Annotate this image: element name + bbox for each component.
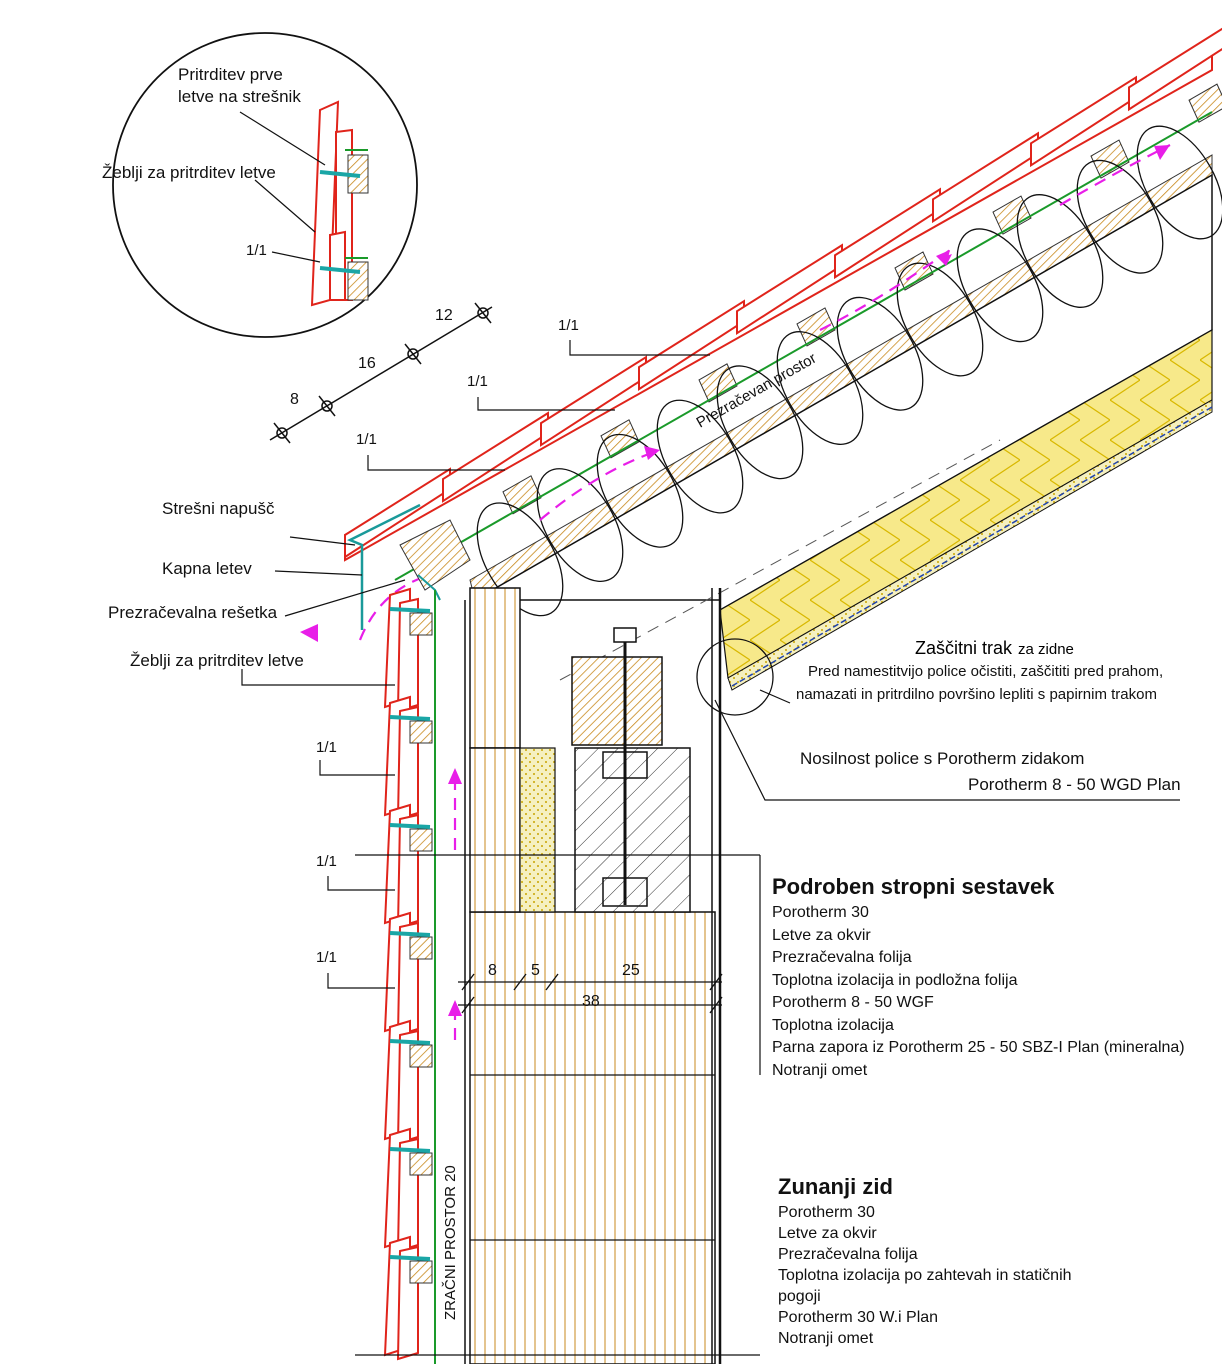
- dimension-lines: [458, 973, 723, 1014]
- scale-roof-3: 1/1: [356, 431, 377, 448]
- roof-assembly: [344, 27, 1222, 691]
- insulation-loop: [956, 228, 1044, 343]
- wall-core: [355, 587, 774, 1364]
- insulation-loop: [896, 262, 984, 377]
- callout-label-1: Pritrditev prve: [178, 65, 283, 84]
- ceiling-title: Podroben stropni sestavek: [772, 874, 1055, 899]
- ceiling-item: Notranji omet: [772, 1061, 868, 1079]
- nail: [389, 823, 431, 829]
- scale-wall-2: 1/1: [316, 853, 337, 870]
- nail: [389, 607, 431, 613]
- nail: [389, 1039, 431, 1045]
- roof-batten: [796, 307, 836, 347]
- protective-tape-line1: Pred namestitvijo police očistiti, zašči…: [808, 663, 1163, 680]
- insulation-loop: [776, 331, 864, 445]
- insulation-loop: [596, 433, 684, 548]
- spacing-b: 16: [358, 355, 376, 372]
- roof-batten: [992, 195, 1032, 235]
- shelf-support-line2: Porotherm 8 - 50 WGD Plan: [968, 775, 1181, 794]
- ceiling-item: Porotherm 8 - 50 WGF: [772, 994, 934, 1011]
- wall-item: Prezračevalna folija: [778, 1246, 918, 1263]
- roof-batten: [894, 251, 934, 291]
- wall-batten: [409, 1260, 433, 1284]
- wall-cladding: [383, 587, 466, 1364]
- insulation-loop: [836, 296, 924, 411]
- ceiling-spec-block: Podroben stropni sestavek Porotherm 30 L…: [772, 874, 1185, 1082]
- roof-batten: [600, 419, 640, 459]
- dim-5: 5: [531, 962, 540, 979]
- leader-lines: [241, 340, 1180, 989]
- ceiling-item: Toplotna izolacija: [772, 1016, 894, 1034]
- wall-batten: [409, 1152, 433, 1176]
- dim-8: 8: [488, 962, 497, 979]
- wall-item: Toplotna izolacija po zahtevah in statič…: [778, 1267, 1072, 1284]
- insulation-loop: [1136, 125, 1222, 240]
- wall-item: Porotherm 30: [778, 1204, 875, 1221]
- eaves-detail: [346, 503, 471, 630]
- eaves-napusc: Strešni napušč: [162, 499, 275, 518]
- nail: [389, 1147, 431, 1153]
- ceiling-item: Toplotna izolacija in podložna folija: [772, 971, 1018, 989]
- wall-item: Porotherm 30 W.i Plan: [778, 1309, 939, 1326]
- wall-title: Zunanji zid: [778, 1174, 893, 1199]
- nail: [389, 1255, 431, 1261]
- wall-batten: [409, 828, 433, 852]
- ceiling-item: Porotherm 30: [772, 904, 869, 921]
- wall-spec-block: Zunanji zid Porotherm 30 Letve za okvir …: [778, 1174, 1072, 1349]
- wall-item: Letve za okvir: [778, 1225, 877, 1242]
- spacing-dimension: [269, 302, 493, 444]
- scale-roof-2: 1/1: [467, 373, 488, 390]
- insulation-loop: [1016, 194, 1104, 308]
- wall-batten: [409, 720, 433, 744]
- wall-item: pogoji: [778, 1288, 821, 1305]
- ceiling-item: Prezračevalna folija: [772, 949, 912, 966]
- ceiling-item: Letve za okvir: [772, 926, 871, 944]
- dim-38: 38: [582, 993, 600, 1010]
- spacing-a: 8: [290, 391, 299, 408]
- nail: [389, 931, 431, 937]
- roof-tile: [1128, 27, 1222, 112]
- roof-batten: [1090, 139, 1130, 179]
- spacing-c: 12: [435, 307, 453, 324]
- callout-label-2: letve na strešnik: [178, 87, 301, 106]
- ceiling-item: Parna zapora iz Porotherm 25 - 50 SBZ-I …: [772, 1039, 1185, 1056]
- scale-wall-3: 1/1: [316, 949, 337, 966]
- wall-batten: [409, 936, 433, 960]
- insulation-loop: [716, 365, 804, 480]
- eaves-resetka: Prezračevalna rešetka: [108, 603, 278, 622]
- wall-batten: [409, 1044, 433, 1068]
- insulation-loop: [1076, 159, 1164, 274]
- wall-batten: [409, 612, 433, 636]
- dim-25: 25: [622, 962, 640, 979]
- wall-item: Notranji omet: [778, 1330, 874, 1347]
- eaves-kapna: Kapna letev: [162, 559, 252, 578]
- insulation-loop: [476, 502, 564, 617]
- callout-scale: 1/1: [246, 242, 267, 259]
- insulation-loop: [536, 468, 624, 583]
- zoom-callout: [112, 32, 418, 338]
- eaves-nails: Žeblji za pritrditev letve: [130, 651, 304, 670]
- insulation-loop: [656, 399, 744, 514]
- air-gap-label: ZRAČNI PROSTOR 20: [442, 1165, 459, 1320]
- protective-tape-line2: namazati in pritrdilno površino lepliti …: [796, 686, 1157, 703]
- shelf-support-line1: Nosilnost police s Porotherm zidakom: [800, 749, 1084, 768]
- airflow-arrowheads: [300, 145, 1170, 1016]
- roof-batten: [1188, 83, 1222, 123]
- callout-label-nails: Žeblji za pritrditev letve: [102, 163, 276, 182]
- nail: [389, 715, 431, 721]
- scale-roof-1: 1/1: [558, 317, 579, 334]
- roof-batten: [502, 475, 542, 515]
- scale-wall-1: 1/1: [316, 739, 337, 756]
